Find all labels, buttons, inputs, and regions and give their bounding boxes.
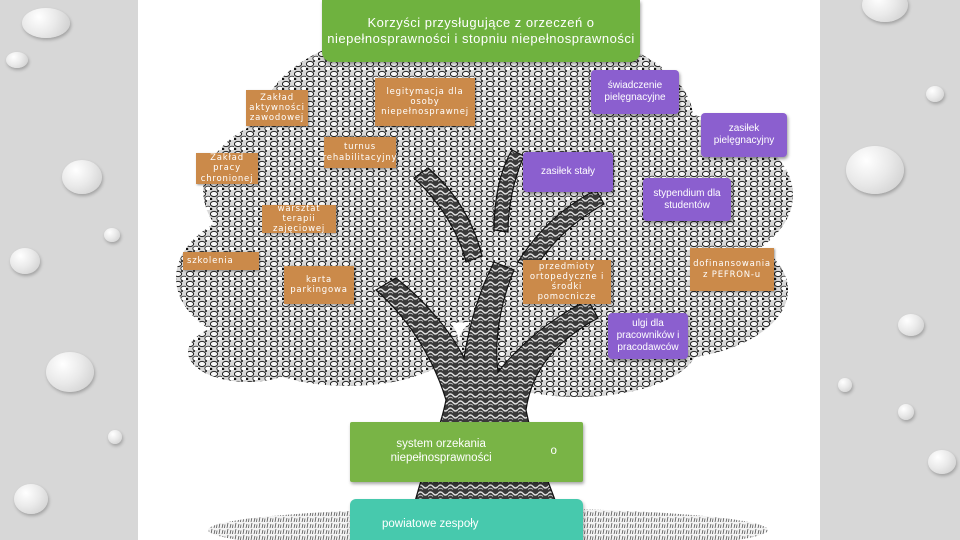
- water-drop-decoration: [898, 314, 924, 336]
- box-warsztat: warsztat terapii zajęciowej: [262, 205, 336, 233]
- box-zaklad-pracy: Zakład pracy chronionej: [196, 153, 258, 184]
- box-karta: karta parkingowa: [284, 266, 354, 304]
- water-drop-decoration: [104, 228, 120, 242]
- box-system-orzekania: system orzekania niepełnosprawności o: [350, 422, 583, 482]
- box-szkolenia: szkolenia: [183, 252, 259, 270]
- box-dofinansowania: dofinansowania z PEFRON-u: [690, 248, 774, 291]
- box-ulgi: ulgi dla pracowników i pracodawców: [608, 313, 688, 359]
- water-drop-decoration: [838, 378, 852, 392]
- system-orzekania-o: o: [550, 445, 556, 459]
- water-drop-decoration: [46, 352, 94, 392]
- water-drop-decoration: [846, 146, 904, 194]
- box-zasilek-pielegnacyjny: zasiłek pielęgnacyjny: [701, 113, 787, 157]
- box-powiatowe-zespoly: powiatowe zespoły: [350, 499, 583, 540]
- box-stypendium: stypendium dla studentów: [643, 178, 731, 221]
- water-drop-decoration: [6, 52, 28, 68]
- water-drop-decoration: [22, 8, 70, 38]
- diagram-title: Korzyści przysługujące z orzeczeń o niep…: [322, 0, 640, 62]
- box-zaklad-aktywnosci: Zakład aktywności zawodowej: [246, 90, 308, 126]
- water-drop-decoration: [14, 484, 48, 514]
- water-drop-decoration: [862, 0, 908, 22]
- box-przedmioty: przedmioty ortopedyczne i środki pomocni…: [523, 260, 611, 304]
- box-legitymacja: legitymacja dla osoby niepełnosprawnej: [375, 78, 475, 126]
- slide: Korzyści przysługujące z orzeczeń o niep…: [138, 0, 820, 540]
- system-orzekania-label: system orzekania niepełnosprawności: [376, 438, 506, 466]
- box-swiadczenie: świadczenie pielęgnacyjne: [591, 70, 679, 114]
- water-drop-decoration: [926, 86, 944, 102]
- water-drop-decoration: [928, 450, 956, 474]
- water-drop-decoration: [108, 430, 122, 444]
- water-drop-decoration: [10, 248, 40, 274]
- box-zasilek-staly: zasiłek stały: [523, 152, 613, 192]
- water-drop-decoration: [62, 160, 102, 194]
- box-turnus: turnus rehabilitacyjny: [324, 137, 396, 168]
- water-drop-decoration: [898, 404, 914, 420]
